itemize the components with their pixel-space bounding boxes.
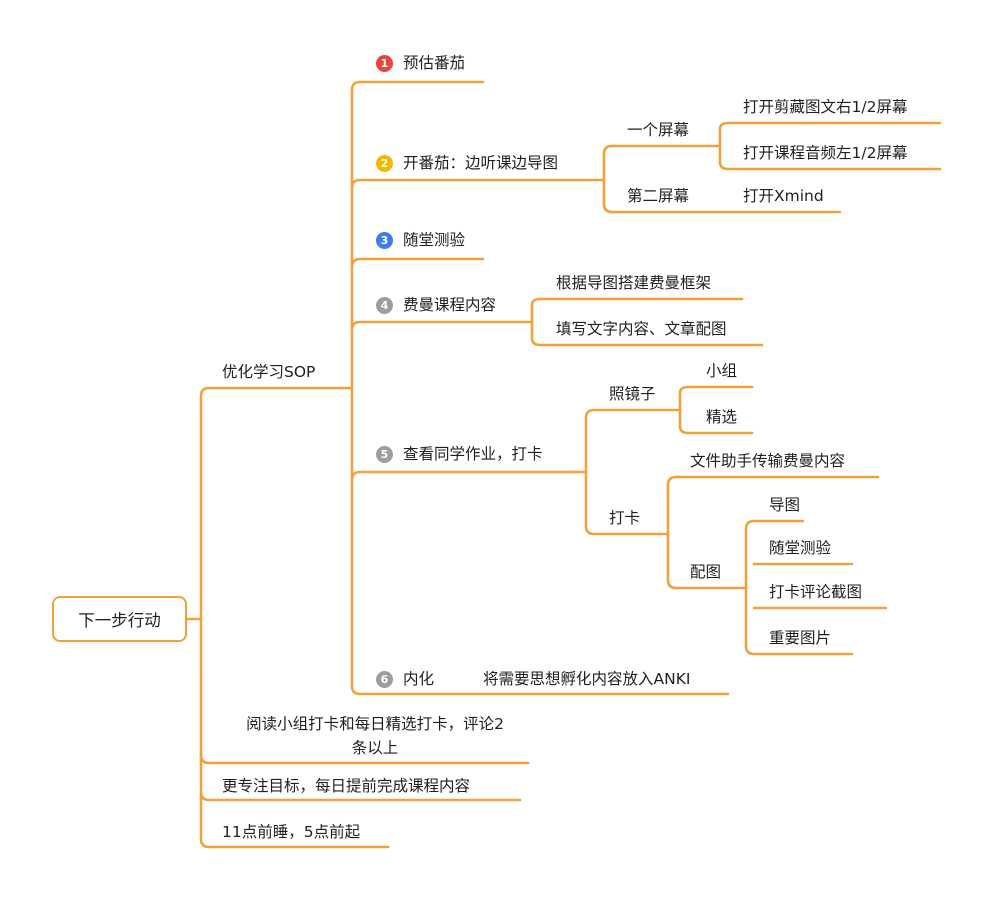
connector-checkin-sub: [666, 475, 678, 590]
underline-item2: [350, 178, 606, 190]
number-4-icon: 4: [376, 297, 393, 314]
node-pics[interactable]: 配图: [690, 563, 722, 581]
node-pics-c[interactable]: 打卡评论截图: [769, 583, 863, 601]
node-item5[interactable]: 查看同学作业，打卡: [403, 445, 543, 463]
node-focus[interactable]: 更专注目标，每日提前完成课程内容: [222, 777, 471, 795]
node-screen1-a[interactable]: 打开剪藏图文右1/2屏幕: [743, 98, 908, 116]
connector-screen1-sub: [718, 121, 730, 171]
node-screen2-a[interactable]: 打开Xmind: [743, 187, 824, 205]
node-read-line1: 阅读小组打卡和每日精选打卡，评论2: [246, 715, 504, 733]
connector-trunk-sop: [350, 80, 362, 696]
connector-item2-sub: [602, 144, 614, 214]
node-screen2[interactable]: 第二屏幕: [627, 187, 690, 205]
node-item4[interactable]: 费曼课程内容: [403, 296, 497, 314]
root-label: 下一步行动: [78, 611, 161, 630]
connector-item5-sub: [584, 408, 596, 536]
node-mirror-b[interactable]: 精选: [706, 408, 738, 426]
node-pics-b[interactable]: 随堂测验: [769, 539, 832, 557]
number-5-icon: 5: [376, 446, 393, 463]
node-mirror-a[interactable]: 小组: [706, 362, 738, 380]
node-item2[interactable]: 开番茄：边听课边导图: [403, 154, 559, 172]
underline-item3: [350, 257, 485, 269]
node-item6[interactable]: 内化: [403, 670, 435, 688]
node-transfer[interactable]: 文件助手传输费曼内容: [690, 452, 846, 470]
node-item4-b[interactable]: 填写文字内容、文章配图: [556, 320, 727, 338]
number-3-icon: 3: [376, 232, 393, 249]
connector-pics-sub: [744, 519, 756, 656]
node-sleep[interactable]: 11点前睡，5点前起: [222, 823, 361, 841]
node-read-line2: 条以上: [351, 739, 399, 757]
underline-read: [199, 753, 530, 765]
connector-item4-sub: [530, 297, 542, 347]
node-item4-a[interactable]: 根据导图搭建费曼框架: [556, 274, 712, 292]
node-screen1-b[interactable]: 打开课程音频左1/2屏幕: [743, 144, 908, 162]
node-item6-a[interactable]: 将需要思想孵化内容放入ANKI: [483, 670, 691, 688]
node-checkin[interactable]: 打卡: [609, 509, 641, 527]
number-6-icon: 6: [376, 671, 393, 688]
number-2-icon: 2: [376, 155, 393, 172]
number-1-icon: 1: [376, 55, 393, 72]
underline-item4: [350, 320, 534, 332]
underline-item5: [350, 470, 588, 482]
underline-focus: [199, 790, 522, 802]
connector-mirror-sub: [678, 385, 690, 435]
node-item3[interactable]: 随堂测验: [403, 231, 466, 249]
node-pics-a[interactable]: 导图: [769, 496, 801, 514]
node-screen1[interactable]: 一个屏幕: [627, 121, 690, 139]
node-mirror[interactable]: 照镜子: [609, 385, 656, 403]
node-pics-d[interactable]: 重要图片: [769, 629, 832, 647]
node-sop[interactable]: 优化学习SOP: [222, 363, 316, 381]
root-node[interactable]: 下一步行动: [52, 596, 187, 642]
connector-trunk-l1: [199, 386, 211, 849]
node-item1[interactable]: 预估番茄: [403, 54, 466, 72]
node-read[interactable]: 阅读小组打卡和每日精选打卡，评论2 条以上: [222, 714, 528, 758]
